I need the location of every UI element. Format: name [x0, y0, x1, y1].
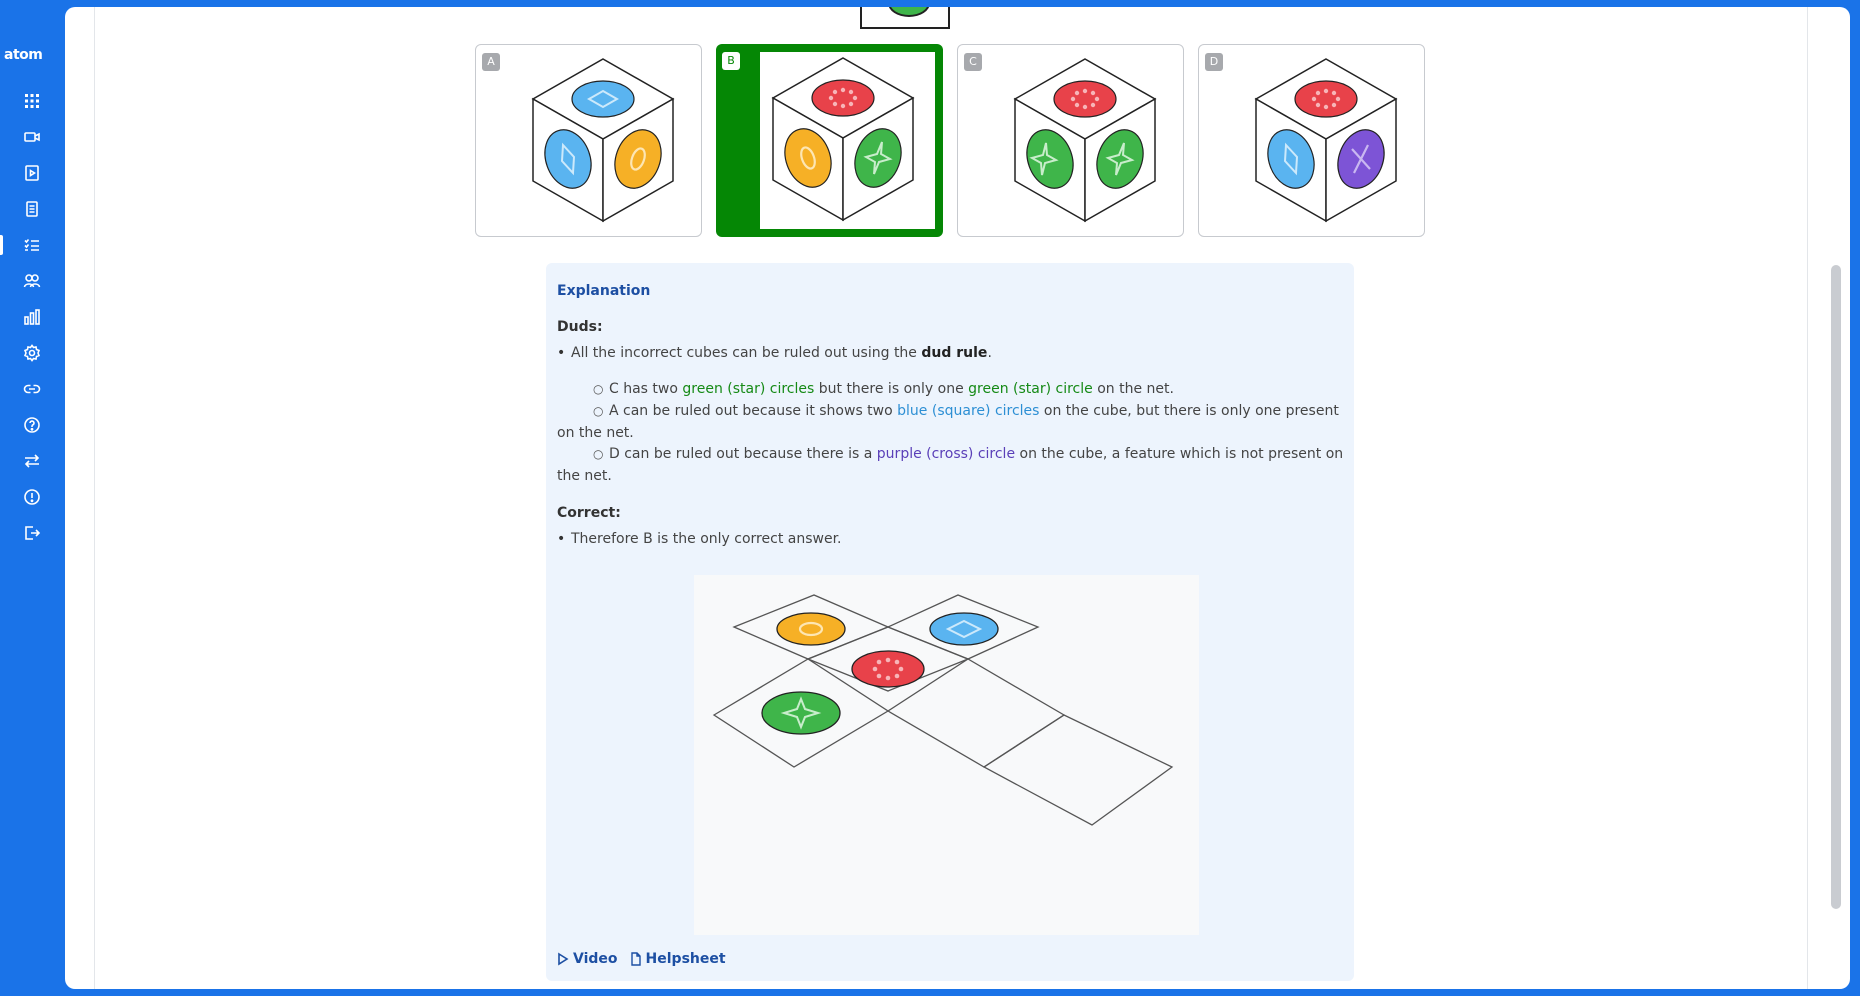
alert-icon [24, 489, 40, 505]
helpsheet-link[interactable]: Helpsheet [630, 951, 726, 967]
sidebar-item-help[interactable] [0, 407, 64, 443]
question-net-bottom-edge [860, 7, 950, 29]
cube-a [531, 58, 675, 223]
sidebar-item-list[interactable] [0, 227, 64, 263]
explanation-title: Explanation [557, 283, 651, 299]
video-icon [24, 132, 40, 142]
option-letter: A [482, 53, 500, 71]
sidebar-item-play-doc[interactable] [0, 155, 64, 191]
dud-c-reason: C has two green (star) circles but there… [593, 379, 1174, 400]
content-right-border [1807, 7, 1808, 989]
help-icon [24, 417, 40, 433]
gear-icon [23, 344, 41, 362]
correct-text: Therefore B is the only correct answer. [557, 529, 842, 550]
sidebar-item-users[interactable] [0, 263, 64, 299]
play-icon [558, 952, 569, 966]
duds-intro: All the incorrect cubes can be ruled out… [557, 343, 992, 364]
sidebar-item-link[interactable] [0, 371, 64, 407]
sidebar-item-apps[interactable] [0, 83, 64, 119]
duds-heading: Duds: [557, 319, 603, 335]
answer-option-b[interactable]: B [716, 44, 943, 237]
logout-icon [25, 526, 41, 540]
document-icon [630, 952, 641, 966]
helpsheet-link-label: Helpsheet [645, 951, 726, 967]
correct-heading: Correct: [557, 505, 621, 521]
content-left-border [94, 7, 95, 989]
answer-option-d[interactable]: D [1198, 44, 1425, 237]
svg-text:atom: atom [4, 47, 42, 63]
users-icon [23, 274, 41, 288]
explanation-panel: Explanation Duds: All the incorrect cube… [546, 263, 1354, 981]
video-link-label: Video [573, 951, 618, 967]
video-link[interactable]: Video [557, 951, 618, 967]
apps-icon [25, 94, 39, 108]
link-icon [23, 384, 41, 394]
list-icon [24, 239, 39, 251]
cube-c [1013, 58, 1157, 223]
sidebar-item-settings[interactable] [0, 335, 64, 371]
atom-logo[interactable]: atom [4, 44, 60, 64]
sidebar-item-switch[interactable] [0, 443, 64, 479]
dud-d-reason: D can be ruled out because there is a pu… [593, 444, 1343, 465]
answer-option-a[interactable]: A [475, 44, 702, 237]
play-doc-icon [25, 165, 39, 181]
cube-b [771, 57, 915, 222]
option-letter: C [964, 53, 982, 71]
sidebar: atom [0, 0, 64, 996]
switch-icon [24, 454, 40, 468]
option-letter: B [722, 52, 740, 70]
chart-icon [24, 309, 40, 325]
dud-d-reason-line2: the net. [557, 468, 612, 484]
option-letter: D [1205, 53, 1223, 71]
scrollbar-thumb[interactable] [1831, 265, 1841, 909]
sidebar-item-video[interactable] [0, 119, 64, 155]
sidebar-item-logout[interactable] [0, 515, 64, 551]
sidebar-item-document[interactable] [0, 191, 64, 227]
document-icon [26, 201, 38, 217]
main-panel: A B C [65, 7, 1850, 989]
dud-a-reason: A can be ruled out because it shows two … [593, 401, 1339, 422]
sidebar-item-alert[interactable] [0, 479, 64, 515]
sidebar-item-chart[interactable] [0, 299, 64, 335]
cube-net-diagram [694, 575, 1199, 935]
dud-a-reason-line2: on the net. [557, 425, 634, 441]
answer-option-c[interactable]: C [957, 44, 1184, 237]
cube-d [1254, 58, 1398, 223]
resource-links: Video Helpsheet [557, 951, 726, 967]
